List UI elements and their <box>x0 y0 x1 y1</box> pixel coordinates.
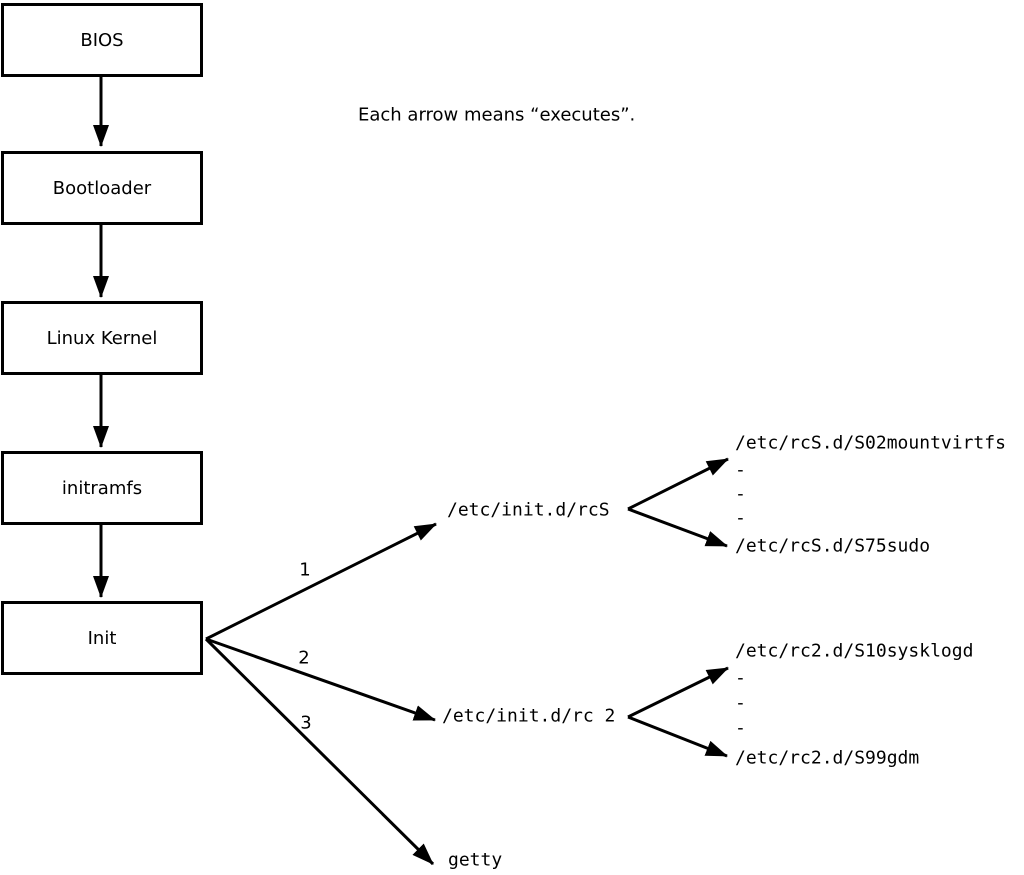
node-bios: BIOS <box>1 3 203 77</box>
node-init: Init <box>1 601 203 675</box>
label-rc2-child-first: /etc/rc2.d/S10sysklogd <box>735 640 974 662</box>
rcs-ellipsis-dash-3: - <box>735 507 746 529</box>
arrow-order-3: 3 <box>300 712 312 734</box>
node-bios-label: BIOS <box>80 29 124 51</box>
arrow-rcs-to-last <box>627 507 728 548</box>
node-bootloader: Bootloader <box>1 151 203 225</box>
arrow-rc2-to-first <box>627 666 729 719</box>
label-rc2-child-last: /etc/rc2.d/S99gdm <box>735 747 920 769</box>
node-linux-kernel-label: Linux Kernel <box>46 327 158 349</box>
arrow-init-to-rc2 <box>205 637 436 722</box>
label-rcs-child-last: /etc/rcS.d/S75sudo <box>735 535 931 557</box>
node-bootloader-label: Bootloader <box>52 177 152 199</box>
rc2-ellipsis-dash-3: - <box>735 717 746 739</box>
rc2-ellipsis-dash-2: - <box>735 692 746 714</box>
rcs-ellipsis-dash-1: - <box>735 459 746 481</box>
arrow-order-1: 1 <box>299 559 311 581</box>
node-init-label: Init <box>87 627 117 649</box>
arrow-rc2-to-last <box>627 715 728 758</box>
label-rcs-child-first: /etc/rcS.d/S02mountvirtfs <box>735 432 1006 454</box>
label-rcs-script: /etc/init.d/rcS <box>447 499 610 521</box>
arrow-init-to-rcs <box>205 522 437 641</box>
arrow-init-to-getty <box>204 637 435 866</box>
arrow-order-2: 2 <box>298 647 310 669</box>
arrow-rcs-to-first <box>627 457 729 511</box>
label-rc2-script: /etc/init.d/rc 2 <box>442 705 616 727</box>
rc2-ellipsis-dash-1: - <box>735 667 746 689</box>
rcs-ellipsis-dash-2: - <box>735 483 746 505</box>
legend-caption: Each arrow means “executes”. <box>358 104 636 126</box>
node-linux-kernel: Linux Kernel <box>1 301 203 375</box>
label-getty: getty <box>448 849 503 871</box>
node-initramfs-label: initramfs <box>61 477 143 499</box>
node-initramfs: initramfs <box>1 451 203 525</box>
